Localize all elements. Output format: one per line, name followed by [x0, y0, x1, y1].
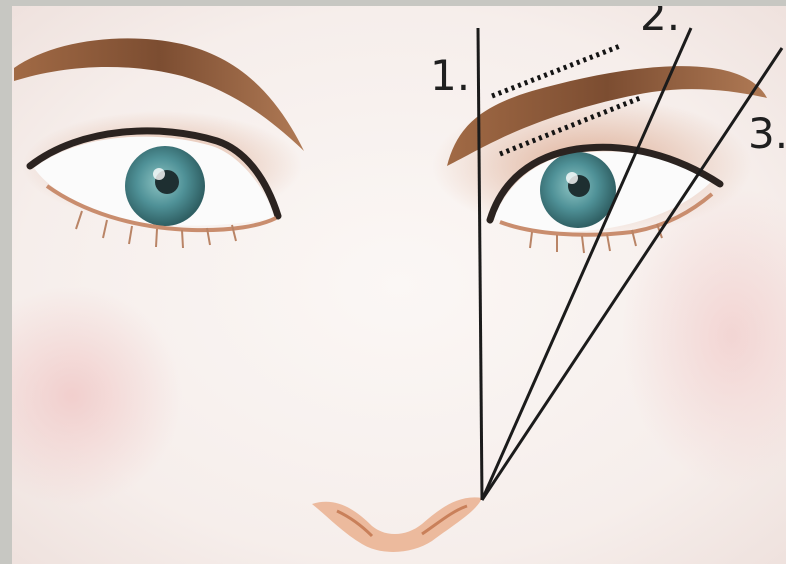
label-2: 2.: [640, 6, 680, 40]
label-3: 3.: [748, 109, 786, 158]
left-eye-highlight: [153, 168, 165, 180]
eyebrow-diagram: 1. 2. 3.: [12, 6, 786, 564]
label-1: 1.: [430, 51, 470, 100]
diagram-svg: 1. 2. 3.: [12, 6, 786, 564]
right-eye-highlight: [566, 172, 578, 184]
